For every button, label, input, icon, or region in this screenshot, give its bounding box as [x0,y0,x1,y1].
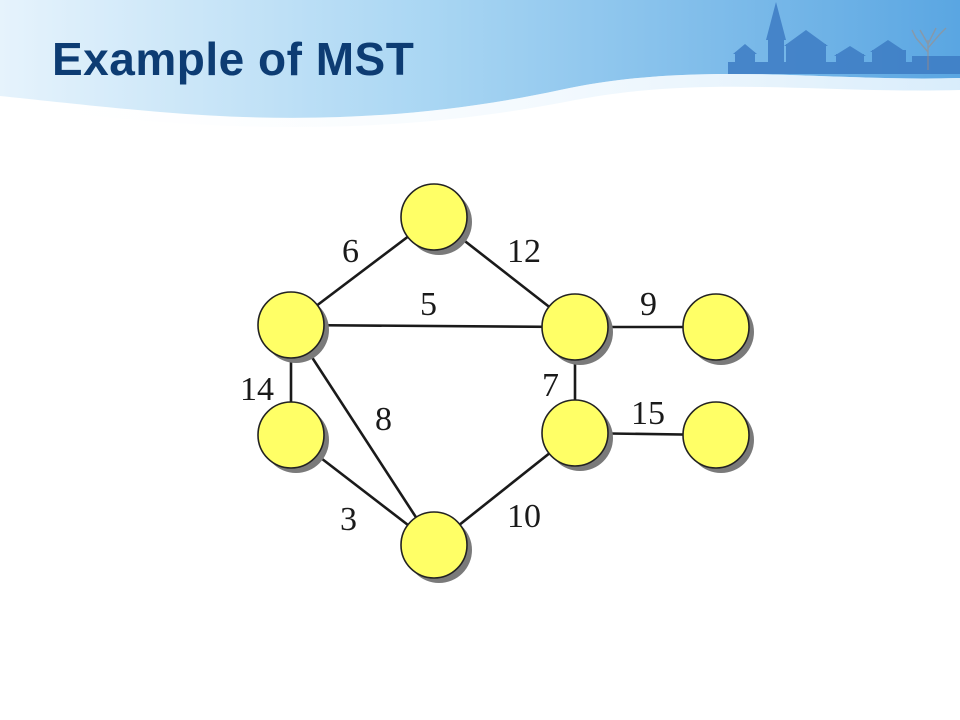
edge-weight-label: 15 [631,395,665,432]
graph-node [257,291,329,363]
header-wave [0,0,960,118]
edge-weight-label: 6 [342,233,359,270]
graph-node [400,183,472,255]
edge-weight-label: 10 [507,498,541,535]
graph-node [541,293,613,365]
weights-layer: 6 12 5 9 14 8 7 15 3 10 [240,233,665,538]
edge-weight-label: 12 [507,233,541,270]
graph-node [400,511,472,583]
graph-node [682,293,754,365]
nodes-layer [257,183,754,583]
header-wave-highlight [0,73,960,128]
edge-weight-label: 14 [240,371,274,408]
header-banner [0,0,960,128]
edge-weight-label: 3 [340,501,357,538]
edge-8 [289,324,436,546]
tree-icon [911,27,947,70]
edge-weight-label: 8 [375,401,392,438]
village-silhouette-icon [728,2,960,74]
graph-node [257,401,329,473]
edge-5 [290,323,576,329]
graph-node [682,401,754,473]
edge-weight-label: 9 [640,286,657,323]
edge-weight-label: 5 [420,286,437,323]
page-title: Example of MST [52,33,415,85]
edge-weight-label: 7 [542,367,559,404]
graph-node [541,399,613,471]
